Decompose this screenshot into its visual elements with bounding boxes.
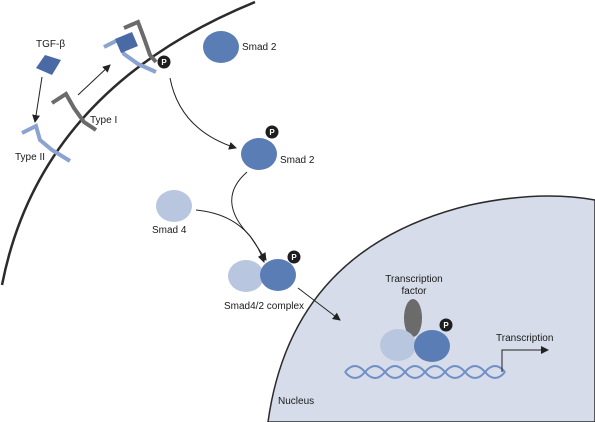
smad2-phosphorylated: [241, 138, 277, 170]
svg-text:P: P: [291, 253, 297, 262]
transcription-label: Transcription: [496, 333, 553, 344]
nucleus-label: Nucleus: [278, 396, 314, 407]
smad4-label: Smad 4: [152, 225, 187, 236]
smad4-2-complex: [228, 259, 296, 292]
type-i-label: Type I: [90, 115, 117, 126]
phospho-nuclear: P: [439, 318, 453, 332]
phospho-receptor: P: [157, 55, 171, 69]
arrow-smad2-phosphorylation: [169, 77, 237, 150]
complex-label: Smad4/2 complex: [224, 301, 304, 312]
svg-text:P: P: [443, 321, 449, 330]
smad2-top-label: Smad 2: [242, 42, 277, 53]
phospho-complex: P: [287, 250, 301, 264]
type-i-receptor: [50, 91, 98, 132]
phospho-smad2: P: [265, 125, 279, 139]
svg-text:P: P: [161, 58, 167, 67]
transcription-arrow: [501, 346, 549, 372]
dna-helix: [344, 365, 506, 379]
nucleus: [267, 195, 595, 422]
smad2-top: [203, 31, 239, 63]
nuclear-smad-complex: [380, 329, 450, 362]
arrow-ligand-to-type-ii: [32, 76, 43, 123]
smad4: [156, 190, 192, 222]
type-ii-label: Type II: [15, 152, 45, 163]
tf-label-line2: factor: [401, 286, 427, 297]
transcription-factor: [404, 299, 422, 337]
tf-label-line1: Transcription: [385, 274, 442, 285]
arrow-smad2-to-complex: [231, 171, 267, 261]
arrow-complex-to-nucleus: [297, 287, 341, 321]
tgf-beta-label: TGF-β: [36, 39, 65, 50]
smad2-mid-label: Smad 2: [280, 155, 315, 166]
svg-text:P: P: [269, 128, 275, 137]
tgf-beta-ligand: [36, 55, 61, 75]
arrow-type-i-to-complex: [77, 64, 111, 96]
type-ii-receptor: [21, 123, 72, 163]
active-receptor-complex: [103, 19, 158, 74]
cell-membrane: [0, 0, 256, 286]
arrow-smad4-to-complex: [195, 209, 266, 263]
